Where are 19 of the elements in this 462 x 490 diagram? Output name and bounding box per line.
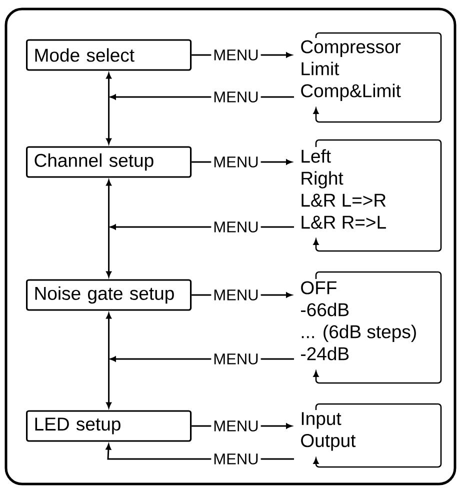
edge-label: MENU [214, 290, 258, 300]
option-list: OFF -66dB ... (6dB steps) -24dB [301, 281, 416, 360]
edge-label: MENU [214, 354, 258, 364]
arrow [106, 180, 112, 278]
menu-box: Noise gate setup [26, 279, 192, 311]
edge-label: MENU [214, 156, 258, 168]
option-list: Input Output [301, 412, 356, 451]
menu-box: Channel setup [26, 146, 192, 178]
edge-label: MENU [214, 50, 258, 60]
edge-label: MENU [214, 222, 258, 232]
option-list: Left Right L&R L=>R L&R R=>L [302, 149, 386, 229]
edge-label: MENU [214, 454, 258, 464]
edge-label: MENU [214, 92, 258, 102]
menu-box: Mode select [26, 39, 192, 71]
arrow [106, 72, 112, 144]
option-list: Compressor Limit Comp&Limit [301, 40, 401, 101]
arrow [106, 312, 112, 408]
edge-label: MENU [214, 420, 258, 432]
menu-box: LED setup [26, 410, 192, 442]
